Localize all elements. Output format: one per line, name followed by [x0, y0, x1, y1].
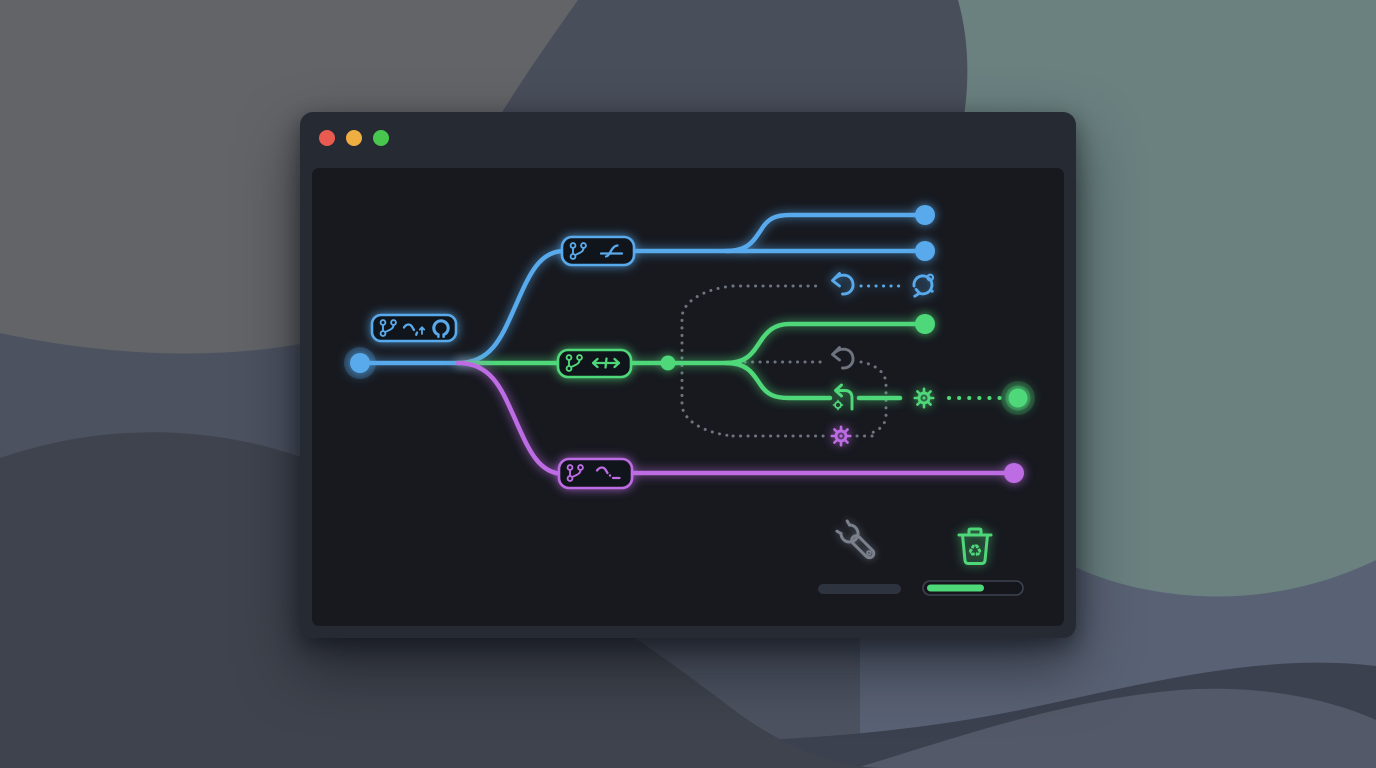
recycle-glyph: ♻: [967, 542, 982, 562]
sync-icon: [912, 273, 936, 298]
commit-dot: [915, 314, 935, 334]
commit-dot: [1004, 463, 1024, 483]
wrench-button[interactable]: [835, 519, 878, 562]
root-commit-dot: [350, 353, 370, 373]
wrench-icon: [835, 519, 876, 560]
branch-line: [723, 321, 926, 366]
minimize-button[interactable]: [346, 130, 362, 146]
branch-purple: [455, 360, 1024, 490]
branch-line: [723, 360, 833, 401]
titlebar: [300, 112, 1076, 168]
trash-button[interactable]: ♻: [957, 527, 993, 565]
branch-line: [723, 212, 926, 254]
app-window: ♻: [300, 112, 1076, 638]
wrench-progress-bar: [818, 584, 901, 594]
branch-blue: [344, 205, 936, 379]
repo-label[interactable]: [370, 313, 458, 343]
zoom-button[interactable]: [373, 130, 389, 146]
trash-progress-fill: [927, 584, 984, 592]
branch-green: [455, 314, 1035, 415]
trash-progress-bar: [922, 580, 1024, 596]
close-button[interactable]: [319, 130, 335, 146]
branch-line: [455, 360, 567, 477]
gear-icon: [830, 425, 852, 447]
undo-icon: [831, 272, 855, 296]
merge-node-dot: [660, 355, 676, 371]
undo-icon: [831, 346, 855, 370]
graph-canvas: ♻: [312, 168, 1064, 626]
commit-dot: [915, 241, 935, 261]
commit-dot: [915, 205, 935, 225]
glowing-commit-dot: [1008, 388, 1028, 408]
branch-label-bottom[interactable]: [557, 457, 634, 490]
gear-icon: [913, 387, 935, 409]
branch-line: [455, 248, 567, 366]
git-graph: ♻: [344, 205, 1035, 596]
branch-label-top[interactable]: [560, 235, 636, 267]
trash-icon: ♻: [957, 527, 993, 565]
branch-label-middle[interactable]: [556, 348, 633, 379]
corner-undo-gear-icon: [831, 383, 854, 412]
